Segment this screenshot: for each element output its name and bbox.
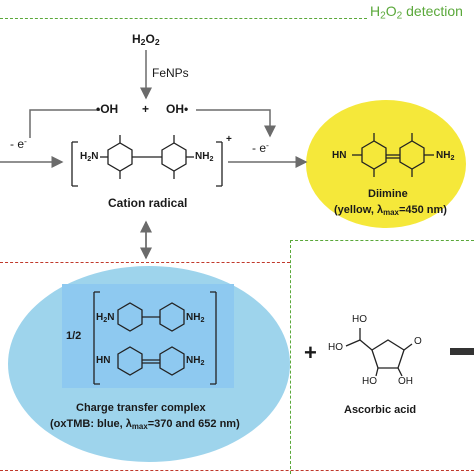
middle-red-dashed-line <box>0 262 290 263</box>
vertical-green-dashed-line <box>290 240 291 474</box>
ascorbic-oh-bottom-left: HO <box>362 376 377 387</box>
ascorbic-oh-bottom-right: OH <box>398 376 413 387</box>
complex-top-left: H2N <box>96 312 114 324</box>
title-tail: detection <box>402 3 463 19</box>
title-sub-2: 2 <box>396 10 403 22</box>
complex-top-right-sub: 2 <box>200 314 205 324</box>
complex-note-post: =370 and 652 nm) <box>147 418 240 430</box>
cation-amine-right: NH2 <box>195 151 213 163</box>
arrow-left-electron <box>29 109 100 138</box>
title-o: O <box>385 3 397 19</box>
complex-note: (oxTMB: blue, λmax=370 and 652 nm) <box>50 418 240 431</box>
h2o2-sub-1: 2 <box>140 37 146 48</box>
title-sub-1: 2 <box>380 10 386 22</box>
diimine-label: Diimine <box>368 188 408 200</box>
cation-amine-right-nh: NH <box>195 151 210 162</box>
cation-amine-left: H2N <box>80 151 98 163</box>
complex-top-right: NH2 <box>186 312 204 324</box>
electron-left-label: - e- <box>10 136 27 151</box>
cation-amine-left-n: N <box>91 151 99 162</box>
complex-note-sub: max <box>131 421 148 431</box>
ascorbic-label: Ascorbic acid <box>344 404 417 416</box>
diimine-yellow-ellipse <box>306 100 466 228</box>
cation-radical-structure <box>71 135 223 187</box>
electron-left-text: - e <box>10 136 25 151</box>
oh-plus: + <box>142 102 150 116</box>
ascorbic-carbonyl: O <box>414 336 422 347</box>
title-h: H <box>370 3 381 19</box>
complex-top-left-n: N <box>107 312 115 323</box>
cation-amine-left-h: H <box>80 151 88 162</box>
complex-inner-box <box>62 284 234 388</box>
complex-bottom-left: HN <box>96 355 111 366</box>
diimine-right-sub: 2 <box>450 152 455 162</box>
oh-radical-right: OH• <box>166 102 189 116</box>
electron-right-sup: - <box>266 140 269 150</box>
cation-amine-left-sub: 2 <box>87 153 92 163</box>
diimine-right-group: NH2 <box>436 150 454 162</box>
complex-note-pre: (oxTMB: blue, λ <box>50 418 132 430</box>
fenps-catalyst: FeNPs <box>152 66 189 80</box>
middle-green-dashed-line <box>290 240 474 241</box>
complex-bottom-right-sub: 2 <box>200 357 205 367</box>
ascorbic-oh-top: HO <box>352 314 367 325</box>
ascorbic-acid-structure <box>345 328 413 377</box>
diimine-note-post: =450 nm) <box>398 204 447 216</box>
oh-radical-left: •OH <box>96 102 119 116</box>
electron-right-label: - e- <box>252 140 269 155</box>
complex-top-left-h: H <box>96 312 104 323</box>
arrow-to-right-edge <box>450 348 474 355</box>
complex-bottom-right: NH2 <box>186 355 204 367</box>
arrow-right-electron <box>196 109 276 138</box>
electron-right-text: - e <box>252 140 267 155</box>
complex-fraction: 1/2 <box>66 330 82 342</box>
ascorbic-plus: + <box>304 340 317 365</box>
cation-amine-right-sub: 2 <box>209 153 214 163</box>
bottom-red-dashed-line <box>0 470 474 471</box>
complex-structure <box>93 291 217 385</box>
diimine-right-nh: NH <box>436 150 451 161</box>
diimine-note-pre: (yellow, λ <box>334 204 384 216</box>
top-green-dashed-line <box>0 18 367 19</box>
diimine-left-group: HN <box>332 150 347 161</box>
cation-charge: + <box>226 134 232 145</box>
diimine-note-sub: max <box>383 207 399 217</box>
diimine-note: (yellow, λmax=450 nm) <box>334 204 447 217</box>
cation-radical-label: Cation radical <box>108 196 188 210</box>
diimine-structure <box>352 133 434 177</box>
h2o2-h: H <box>132 32 141 46</box>
electron-left-sup: - <box>24 136 27 146</box>
h2o2-o: O <box>145 32 155 46</box>
complex-label: Charge transfer complex <box>76 402 206 414</box>
complex-bottom-right-nh: NH <box>186 355 201 366</box>
h2o2-reagent: H2O2 <box>132 32 160 47</box>
complex-top-left-sub: 2 <box>103 314 108 324</box>
complex-top-right-nh: NH <box>186 312 201 323</box>
h2o2-detection-title: H2O2 detection <box>370 3 463 22</box>
h2o2-sub-2: 2 <box>154 37 160 48</box>
ascorbic-oh-left: HO <box>328 342 343 353</box>
